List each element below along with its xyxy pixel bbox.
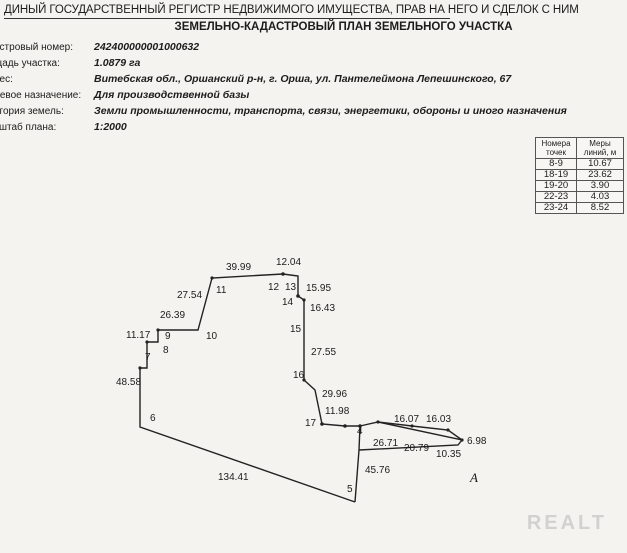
length-label: 20.79 [404, 443, 429, 454]
boundary-vertices [138, 272, 464, 442]
length-label: 134.41 [218, 472, 249, 483]
plan-labels: 4 5 6 7 8 9 10 11 12 13 14 15 16 17 A 12… [116, 257, 487, 495]
point-label: 8 [163, 345, 169, 356]
field-label-scale: сштаб плана: [0, 122, 57, 133]
length-label: 6.98 [467, 436, 487, 447]
point-label: 17 [305, 418, 317, 429]
point-label: 4 [357, 426, 363, 437]
field-label-address: рес: [0, 74, 13, 85]
area-value: 1.0879 га [94, 57, 141, 69]
length-label: 11.98 [325, 406, 350, 417]
point-label: 13 [285, 282, 297, 293]
length-label: 11.17 [126, 330, 151, 341]
point-label: 11 [216, 285, 227, 296]
field-label-purpose: левое назначение: [0, 90, 82, 101]
cadastral-number-value: 242400000001000632 [94, 41, 200, 53]
point-label: 6 [150, 413, 156, 424]
point-label: 16 [293, 370, 305, 381]
address-value: Витебская обл., Оршанский р-н, г. Орша, … [94, 73, 512, 85]
land-category-value: Земли промышленности, транспорта, связи,… [94, 105, 567, 117]
purpose-value: Для производственной базы [94, 89, 250, 101]
scale-value: 1:2000 [94, 121, 127, 133]
length-label: 12.04 [276, 257, 301, 268]
point-label: 14 [282, 297, 294, 308]
boundary-polyline [139, 273, 464, 503]
length-label: 26.39 [160, 310, 185, 321]
length-label: 27.54 [177, 290, 202, 301]
field-label-cadastral-number: астровый номер: [0, 42, 73, 53]
length-label: 16.43 [310, 303, 335, 314]
length-label: 26.71 [373, 438, 398, 449]
realt-watermark: REALT [526, 512, 607, 534]
points-cell: 23-24 [535, 202, 577, 214]
length-label: 15.95 [306, 283, 331, 294]
length-cell: 8.52 [576, 202, 624, 214]
title-underline [4, 18, 450, 19]
point-label-a: A [469, 470, 478, 485]
point-label: 10 [206, 331, 218, 342]
point-label: 15 [290, 324, 302, 335]
length-label: 39.99 [226, 262, 251, 273]
point-label: 9 [165, 331, 171, 342]
field-label-area: щадь участка: [0, 58, 60, 69]
point-label: 12 [268, 282, 280, 293]
length-label: 10.35 [436, 449, 461, 460]
length-label: 16.07 [394, 414, 419, 425]
length-label: 45.76 [365, 465, 390, 476]
plan-title: ЗЕМЕЛЬНО-КАДАСТРОВЫЙ ПЛАН ЗЕМЕЛЬНОГО УЧА… [174, 21, 513, 33]
length-label: 48.58 [116, 377, 141, 388]
length-label: 16.03 [426, 414, 451, 425]
point-label: 5 [347, 484, 353, 495]
point-label: 7 [145, 352, 151, 363]
length-label: 29.96 [322, 389, 347, 400]
register-title: ДИНЫЙ ГОСУДАРСТВЕННЫЙ РЕГИСТР НЕДВИЖИМОГ… [4, 4, 579, 16]
field-label-land-category: егория земель: [0, 106, 64, 117]
length-label: 27.55 [311, 347, 336, 358]
